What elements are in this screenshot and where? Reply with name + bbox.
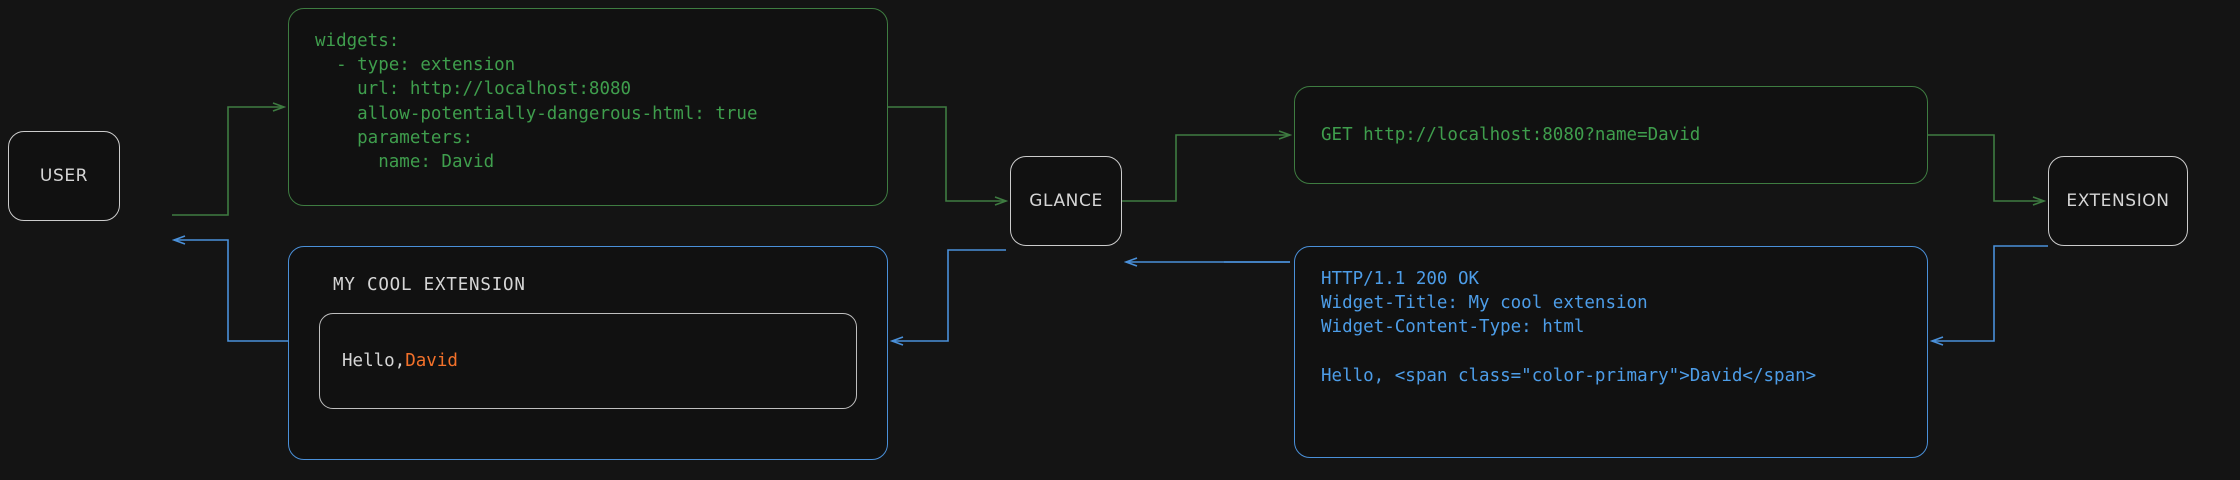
rendered-widget-box: MY COOL EXTENSION Hello, David [288, 246, 888, 460]
http-response-text: HTTP/1.1 200 OK Widget-Title: My cool ex… [1321, 269, 1817, 386]
http-request-text: GET http://localhost:8080?name=David [1321, 124, 1701, 145]
edge-user-to-yaml [172, 107, 284, 216]
node-extension-label: EXTENSION [2066, 191, 2170, 211]
widget-body: Hello, David [319, 313, 857, 409]
edge-widget-to-user [174, 240, 288, 342]
edge-glance-to-request [1122, 135, 1290, 202]
yaml-config-box: widgets: - type: extension url: http://l… [288, 8, 888, 206]
edge-glance-to-widget [892, 249, 1006, 341]
edge-extension-to-response [1932, 245, 2048, 341]
node-user-label: USER [39, 166, 89, 186]
edge-request-to-extension [1928, 134, 2044, 201]
http-request-box: GET http://localhost:8080?name=David [1294, 86, 1928, 184]
yaml-config-text: widgets: - type: extension url: http://l… [315, 31, 758, 173]
http-response-box: HTTP/1.1 200 OK Widget-Title: My cool ex… [1294, 246, 1928, 458]
node-user[interactable]: USER [8, 131, 120, 221]
node-glance-label: GLANCE [1029, 191, 1103, 211]
node-extension[interactable]: EXTENSION [2048, 156, 2188, 246]
node-glance[interactable]: GLANCE [1010, 156, 1122, 246]
edge-yaml-to-glance [888, 106, 1006, 201]
widget-accent-name: David [405, 351, 458, 371]
widget-title: MY COOL EXTENSION [333, 275, 526, 295]
widget-greeting-text: Hello, [342, 351, 406, 371]
